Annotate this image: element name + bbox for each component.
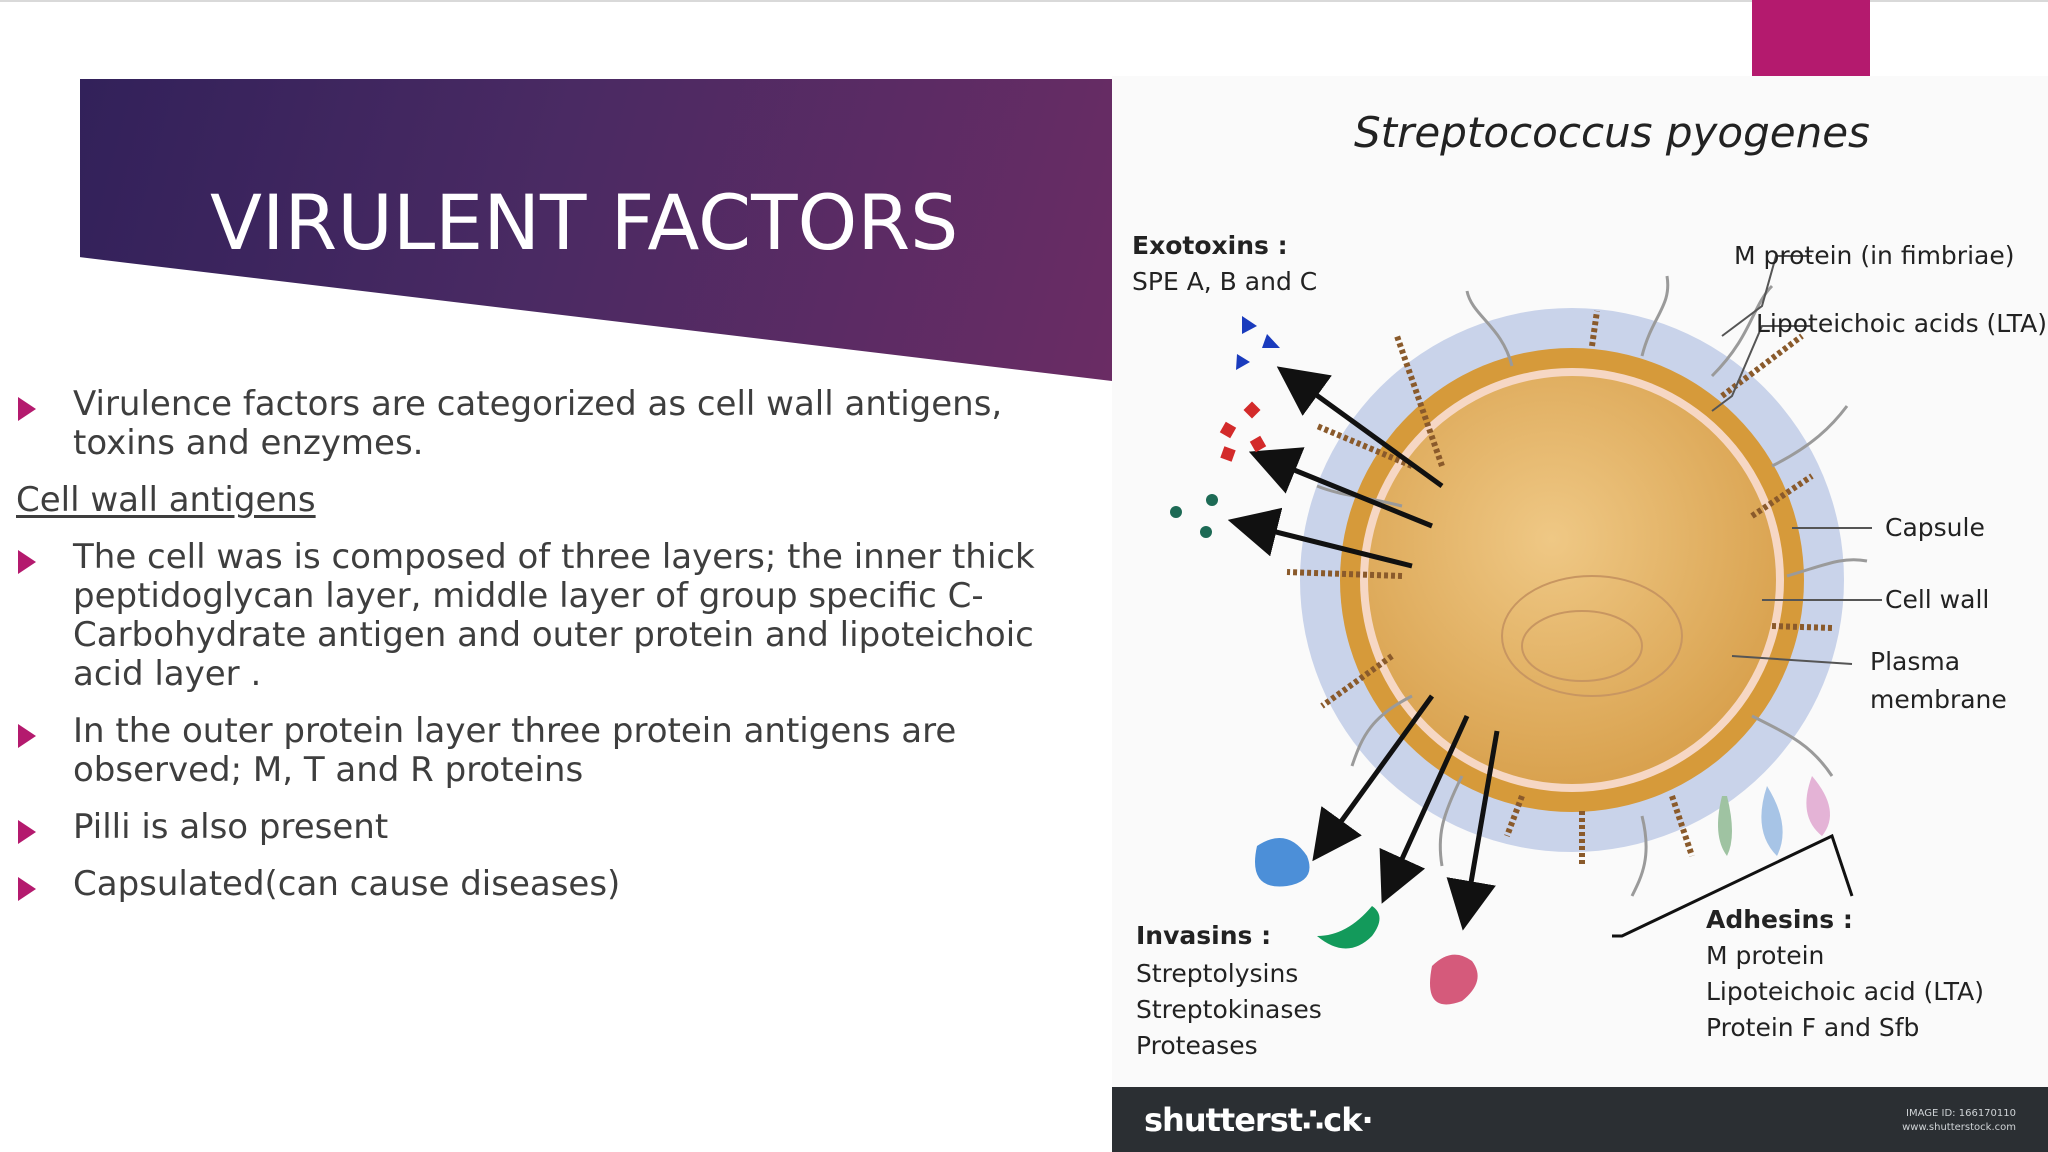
adhesins-item: Protein F and Sfb (1706, 1013, 1920, 1042)
adhesins-item: Lipoteichoic acid (LTA) (1706, 977, 1984, 1006)
exotoxins-heading: Exotoxins : (1132, 231, 1288, 260)
section-subheading: Cell wall antigens (16, 480, 316, 520)
bullet-text: In the outer protein layer three protein… (73, 711, 957, 790)
label-leader-lines (1711, 255, 1882, 665)
bullet-list: Virulence factors are categorized as cel… (0, 385, 1110, 922)
cytoplasm (1368, 376, 1776, 784)
bullet-item: In the outer protein layer three protein… (0, 712, 1110, 790)
exotoxin-particle (1170, 506, 1182, 518)
figure-title: Streptococcus pyogenes (1354, 108, 1870, 157)
slide-title: VIRULENT FACTORS (210, 178, 959, 267)
invasin-shape (1255, 838, 1310, 887)
invasins-item: Streptokinases (1136, 995, 1322, 1024)
capsule-label: Capsule (1885, 513, 1985, 542)
top-border-line (0, 0, 2048, 2)
exotoxin-arrows (1227, 366, 1444, 569)
bullet-item: Virulence factors are categorized as cel… (0, 385, 1110, 463)
lta-label: Lipoteichoic acids (LTA) (1756, 309, 2047, 338)
bullet-triangle-icon (18, 550, 36, 574)
cell-wall-label: Cell wall (1885, 585, 1990, 614)
accent-tab (1752, 0, 1870, 76)
adhesin-protein (1806, 776, 1830, 836)
exotoxin-particle (1262, 334, 1280, 348)
footer-image-id: IMAGE ID: 166170110 www.shutterstock.com (1902, 1107, 2016, 1135)
adhesin-protein (1761, 786, 1783, 856)
bullet-triangle-icon (18, 877, 36, 901)
bullet-item: Capsulated(can cause diseases) (0, 865, 1110, 904)
plasma-label: Plasma (1870, 647, 1961, 676)
invasins-item: Proteases (1136, 1031, 1258, 1060)
exotoxin-particle (1219, 421, 1237, 439)
invasin-arrows (1312, 694, 1500, 931)
title-banner: VIRULENT FACTORS (80, 79, 1112, 381)
exotoxin-particle (1236, 354, 1250, 370)
bullet-text: Pilli is also present (73, 807, 389, 847)
lta-chains (1286, 310, 1833, 866)
adhesins-bracket (1612, 833, 1854, 938)
adhesins-item: M protein (1706, 941, 1825, 970)
bullet-item: Pilli is also present (0, 808, 1110, 847)
exotoxins-text: SPE A, B and C (1132, 267, 1318, 296)
exotoxin-particle (1243, 401, 1261, 419)
bullet-triangle-icon (18, 397, 36, 421)
nucleoid-inner (1521, 610, 1643, 682)
membrane-label: membrane (1870, 685, 2007, 714)
exotoxin-particle (1200, 526, 1212, 538)
bullet-item: The cell was is composed of three layers… (0, 538, 1110, 694)
bullet-triangle-icon (18, 820, 36, 844)
image-id-text: IMAGE ID: 166170110 (1906, 1108, 2016, 1119)
bullet-text: Virulence factors are categorized as cel… (73, 384, 1003, 463)
exotoxin-particle (1206, 494, 1218, 506)
bullet-text: The cell was is composed of three layers… (73, 537, 1035, 694)
bullet-text: Capsulated(can cause diseases) (73, 864, 621, 904)
invasins-item: Streptolysins (1136, 959, 1299, 988)
m-protein-label: M protein (in fimbriae) (1734, 241, 2015, 270)
adhesin-protein (1718, 796, 1732, 856)
bacteria-diagram: Streptococcus pyogenes Exotoxins : SPE A… (1112, 76, 2048, 1152)
adhesins-heading: Adhesins : (1706, 905, 1853, 934)
exotoxin-particle (1220, 446, 1236, 462)
stock-footer-bar: shutterst∴ck· IMAGE ID: 166170110 www.sh… (1112, 1087, 2048, 1152)
invasin-shape (1317, 906, 1380, 949)
nucleoid (1501, 575, 1683, 697)
exotoxin-particle (1242, 316, 1257, 334)
exotoxin-particle (1249, 435, 1267, 453)
site-url-text: www.shutterstock.com (1902, 1122, 2016, 1133)
bullet-triangle-icon (18, 724, 36, 748)
cell-illustration (1170, 255, 1882, 1026)
shutterstock-logo: shutterst∴ck· (1144, 1101, 1374, 1139)
invasins-heading: Invasins : (1136, 921, 1272, 950)
invasin-shape (1430, 954, 1478, 1005)
fimbriae (1316, 275, 1868, 897)
